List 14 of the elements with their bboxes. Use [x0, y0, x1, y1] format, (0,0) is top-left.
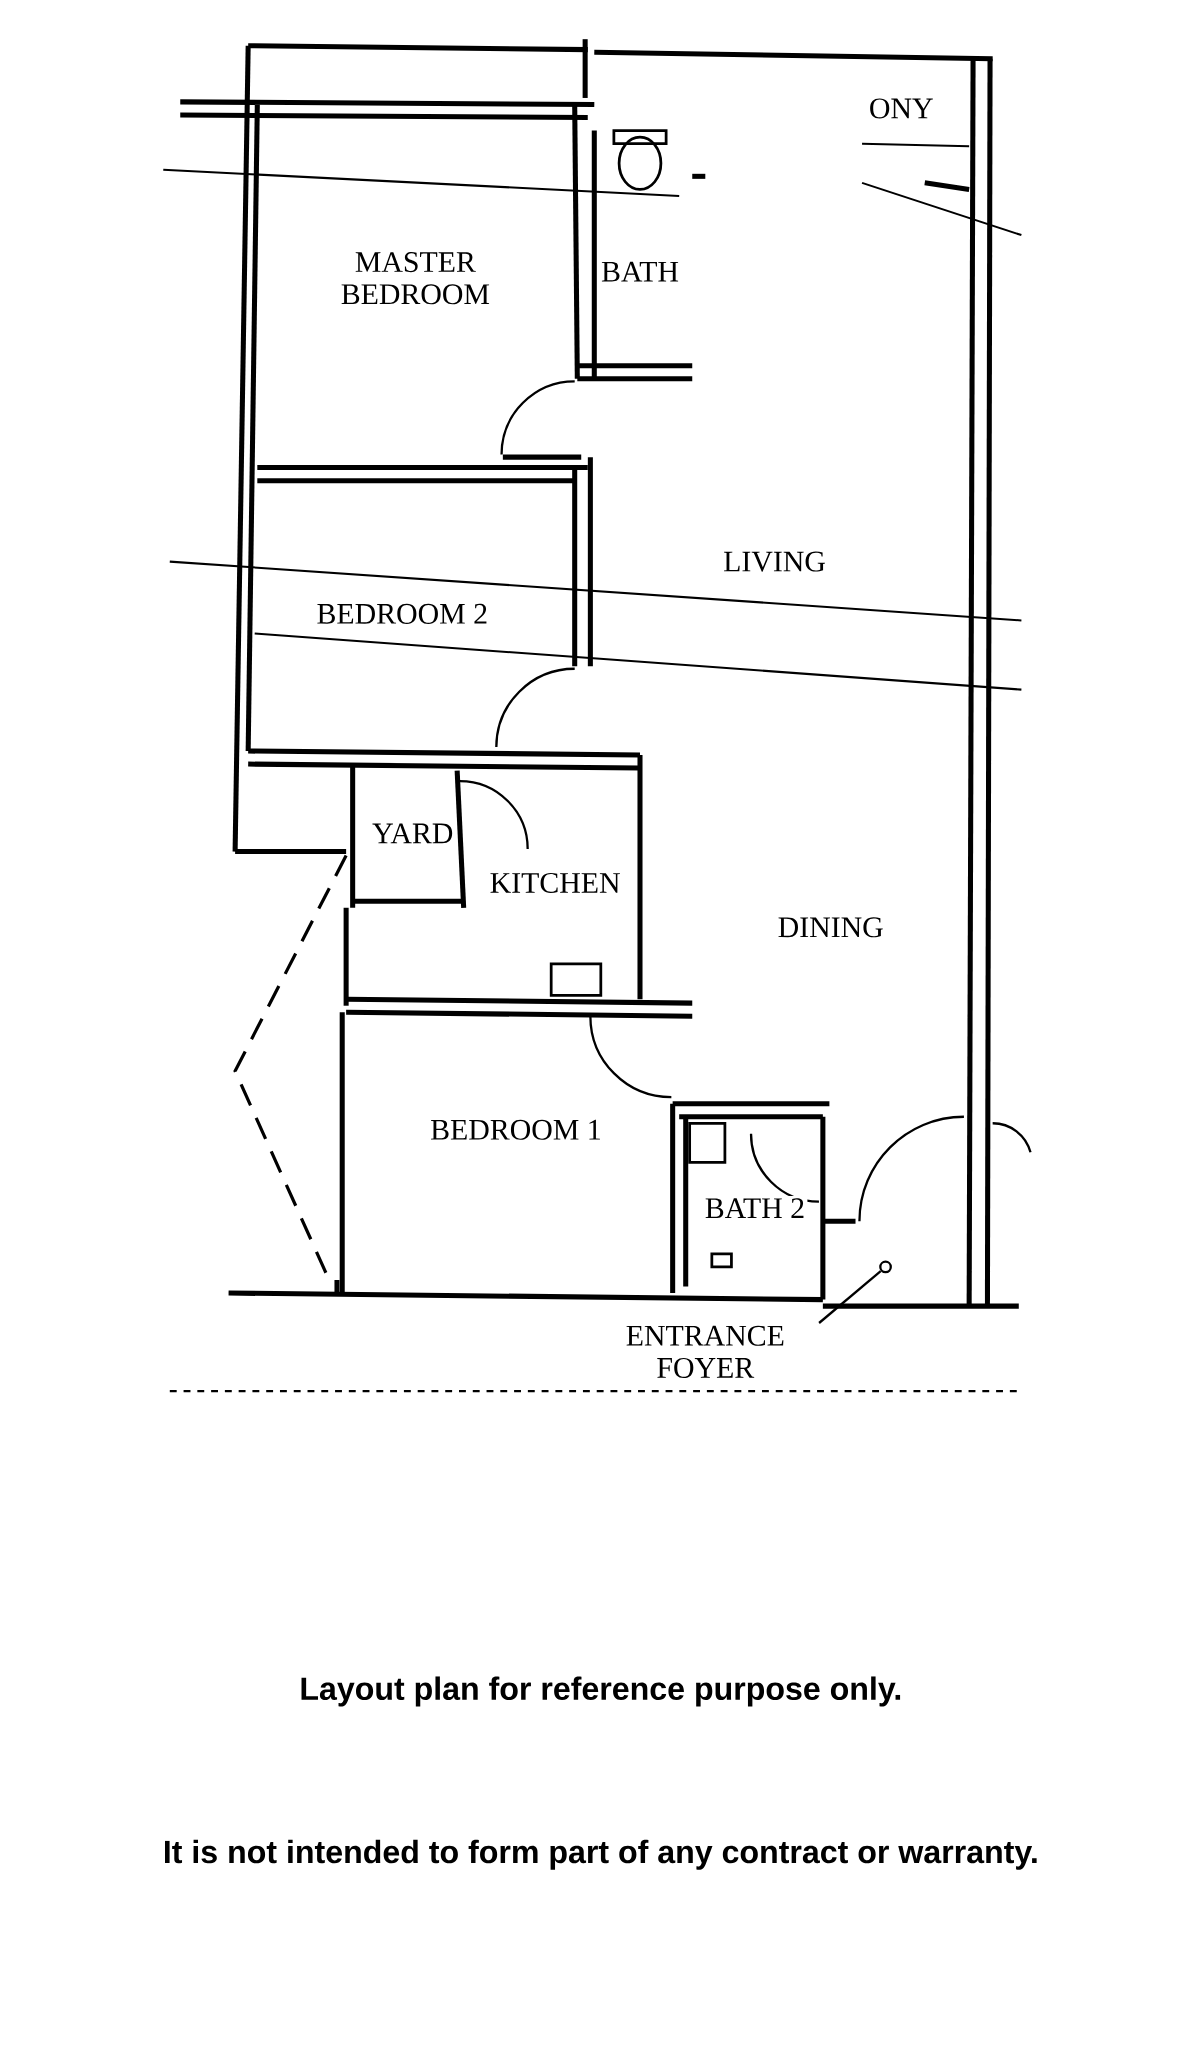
room-label: ENTRANCE FOYER [626, 1325, 784, 1378]
caption-line: It is not intended to form part of any contract or warranty. [164, 1839, 1037, 1870]
room-label: BATH 2 [702, 1195, 808, 1221]
room-label: BATH [598, 259, 682, 284]
room-label: BEDROOM 2 [314, 601, 491, 627]
room-label: LIVING [720, 549, 829, 575]
room-label: MASTER BEDROOM [341, 252, 490, 305]
room-label: YARD [369, 821, 456, 846]
room-label: ONY [866, 96, 936, 121]
room-label: DINING [775, 915, 886, 940]
leader-line [818, 1270, 882, 1324]
room-label: BEDROOM 1 [427, 1117, 604, 1143]
caption-line: Layout plan for reference purpose only. [301, 1676, 901, 1707]
room-label: KITCHEN [487, 870, 623, 896]
